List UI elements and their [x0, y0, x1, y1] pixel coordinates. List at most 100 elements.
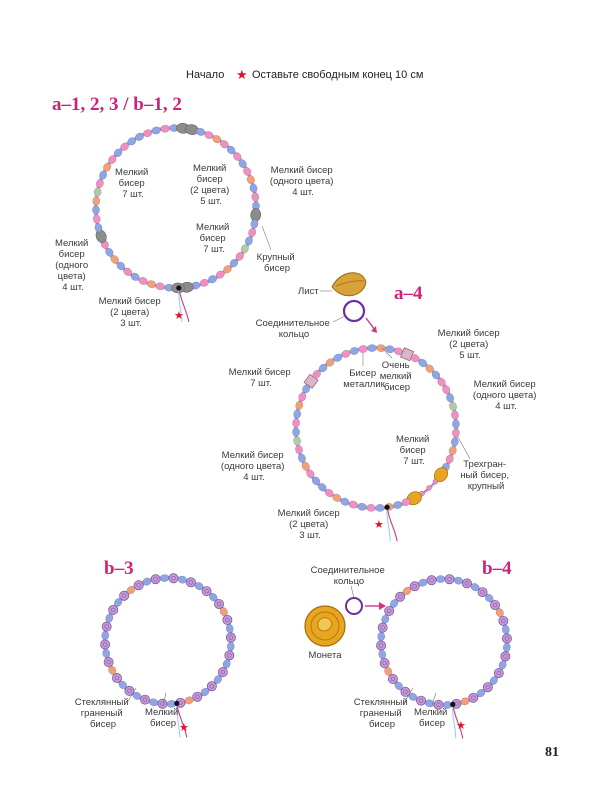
bead — [140, 694, 150, 705]
bead — [318, 483, 327, 492]
labels-a4: Лист Соединительное кольцо Бисер металли… — [221, 272, 536, 541]
bead — [501, 624, 510, 635]
star-icon: ★ — [374, 519, 384, 531]
knot — [450, 701, 456, 707]
arrow-icon — [365, 317, 376, 331]
labels-b4: Соединительное кольцо Монета Стеклянный … — [304, 565, 466, 732]
bead — [395, 591, 406, 602]
bead — [358, 345, 368, 353]
label-jump-ring: Соединительное кольцо — [256, 318, 333, 340]
bead — [119, 590, 130, 601]
bead — [206, 681, 217, 692]
bead — [250, 219, 259, 229]
start-label: Начало — [186, 69, 224, 81]
bead — [93, 187, 102, 197]
bead — [204, 131, 214, 140]
bead — [130, 272, 140, 281]
bead — [101, 630, 110, 641]
bead — [199, 278, 209, 287]
bead — [103, 162, 112, 172]
bead — [244, 236, 253, 246]
bead — [490, 600, 500, 611]
bead — [379, 658, 390, 669]
labels-a123: Мелкий бисер 7 шт. Мелкий бисер (2 цвета… — [55, 163, 336, 329]
label-b3-small: Мелкий бисер — [145, 707, 181, 729]
wire-tail — [452, 704, 457, 739]
wire-tail — [176, 703, 181, 738]
bead — [201, 586, 212, 597]
bead — [92, 205, 100, 215]
label-a4-inner: Мелкий бисер 7 шт. — [396, 434, 432, 467]
bead — [318, 363, 328, 373]
bead — [219, 140, 229, 149]
bead — [116, 261, 126, 271]
bead — [444, 574, 455, 585]
bracelet-ring-a4 — [292, 344, 460, 542]
star-icon: ★ — [174, 310, 184, 322]
bead — [435, 575, 446, 583]
bead — [385, 345, 395, 354]
bead — [349, 347, 359, 355]
bead — [493, 668, 504, 679]
bead — [357, 502, 367, 511]
bead — [446, 393, 455, 403]
bead — [229, 258, 239, 268]
bead — [127, 137, 137, 146]
bead — [155, 282, 165, 291]
bead — [333, 353, 343, 362]
bead — [186, 577, 196, 588]
bead — [462, 578, 472, 589]
bead — [445, 454, 454, 464]
bead — [100, 639, 111, 650]
bead — [138, 276, 148, 285]
bead — [168, 573, 179, 584]
jump-ring — [345, 597, 363, 615]
bead — [105, 247, 114, 257]
bead — [450, 437, 459, 447]
page-number: 81 — [545, 745, 559, 760]
leaf-charm — [331, 272, 367, 297]
label-leaf: Лист — [298, 286, 319, 297]
bracelet-ring-a123 — [92, 122, 262, 323]
knot — [174, 700, 180, 706]
bead — [133, 580, 144, 591]
bead — [477, 587, 488, 598]
bead — [160, 124, 170, 133]
wire-tail — [386, 507, 391, 542]
label-b4-glass: Стеклянный граненый бисер — [354, 697, 411, 730]
bead — [426, 575, 437, 586]
label-tiny-bead: Очень мелкий бисер — [380, 360, 414, 393]
bead — [482, 682, 493, 693]
bead — [192, 691, 203, 702]
bead — [292, 427, 300, 437]
bead — [95, 178, 104, 189]
bead — [240, 244, 249, 254]
label-small-beads-1col: Мелкий бисер (одного цвета) 4 шт. — [270, 165, 336, 198]
bead — [425, 364, 434, 373]
bead — [501, 633, 512, 644]
bead — [325, 358, 335, 367]
bead — [292, 418, 301, 428]
label-small-beads-2col: Мелкий бисер (2 цвета) 5 шт. — [190, 163, 232, 207]
label-triangle-bead: Трехгран- ный бисер, крупный — [460, 459, 511, 492]
bead — [393, 501, 403, 509]
label-large-bead: Крупный бисер — [257, 252, 298, 274]
bead — [332, 493, 342, 502]
bead — [243, 167, 252, 176]
bracelet-ring-b4 — [376, 574, 512, 739]
bead — [120, 142, 129, 151]
bead — [401, 498, 411, 507]
label-metallic-bead: Бисер металлик — [343, 368, 385, 390]
bead — [295, 400, 304, 410]
bead — [225, 632, 236, 643]
bead — [208, 275, 217, 284]
label-left-beads: Мелкий бисер (одного цвета) 4 шт. — [55, 238, 91, 293]
bead — [432, 479, 438, 485]
bead — [150, 574, 161, 585]
labels-b3: Стеклянный граненый бисер Мелкий бисер ★ — [75, 687, 189, 734]
label-coin: Монета — [308, 650, 342, 661]
bracelet-ring-b3 — [100, 573, 236, 738]
bead — [366, 503, 376, 512]
bead — [135, 132, 144, 141]
bead — [498, 615, 509, 626]
